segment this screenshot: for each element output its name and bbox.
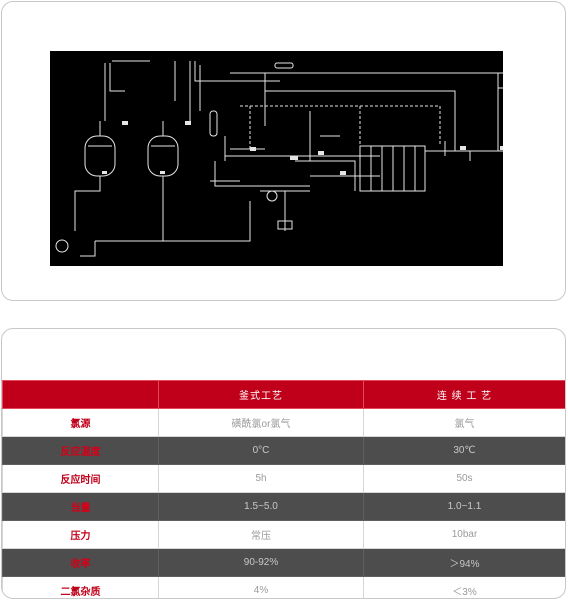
row-label: 氯源	[2, 408, 159, 437]
batch-value: 4%	[158, 576, 364, 598]
batch-value: 磺酰氯or氯气	[158, 408, 364, 437]
continuous-value: ＜3%	[363, 576, 565, 598]
continuous-value: 30℃	[363, 436, 565, 465]
batch-value: 90-92%	[158, 548, 364, 577]
header-batch-process: 釜式工艺	[158, 380, 364, 409]
row-label: 当量	[2, 492, 159, 521]
table-row: 氯源磺酰氯or氯气氯气	[2, 408, 565, 437]
batch-value: 5h	[158, 464, 364, 493]
header-blank	[2, 380, 159, 409]
batch-value: 1.5~5.0	[158, 492, 364, 521]
row-label: 收率	[2, 548, 159, 577]
continuous-value: ＞94%	[363, 548, 565, 577]
batch-value: 常压	[158, 520, 364, 549]
batch-value: 0°C	[158, 436, 364, 465]
header-continuous-process: 连 续 工 艺	[363, 380, 565, 409]
row-label: 压力	[2, 520, 159, 549]
row-label: 反应时间	[2, 464, 159, 493]
continuous-value: 10bar	[363, 520, 565, 549]
continuous-value: 1.0~1.1	[363, 492, 565, 521]
process-diagram-card	[1, 1, 566, 301]
row-label: 反应温度	[2, 436, 159, 465]
table-header-row: 釜式工艺 连 续 工 艺	[2, 380, 565, 409]
row-label: 二氯杂质	[2, 576, 159, 598]
continuous-value: 50s	[363, 464, 565, 493]
process-flow-diagram	[50, 51, 503, 266]
continuous-value: 氯气	[363, 408, 565, 437]
